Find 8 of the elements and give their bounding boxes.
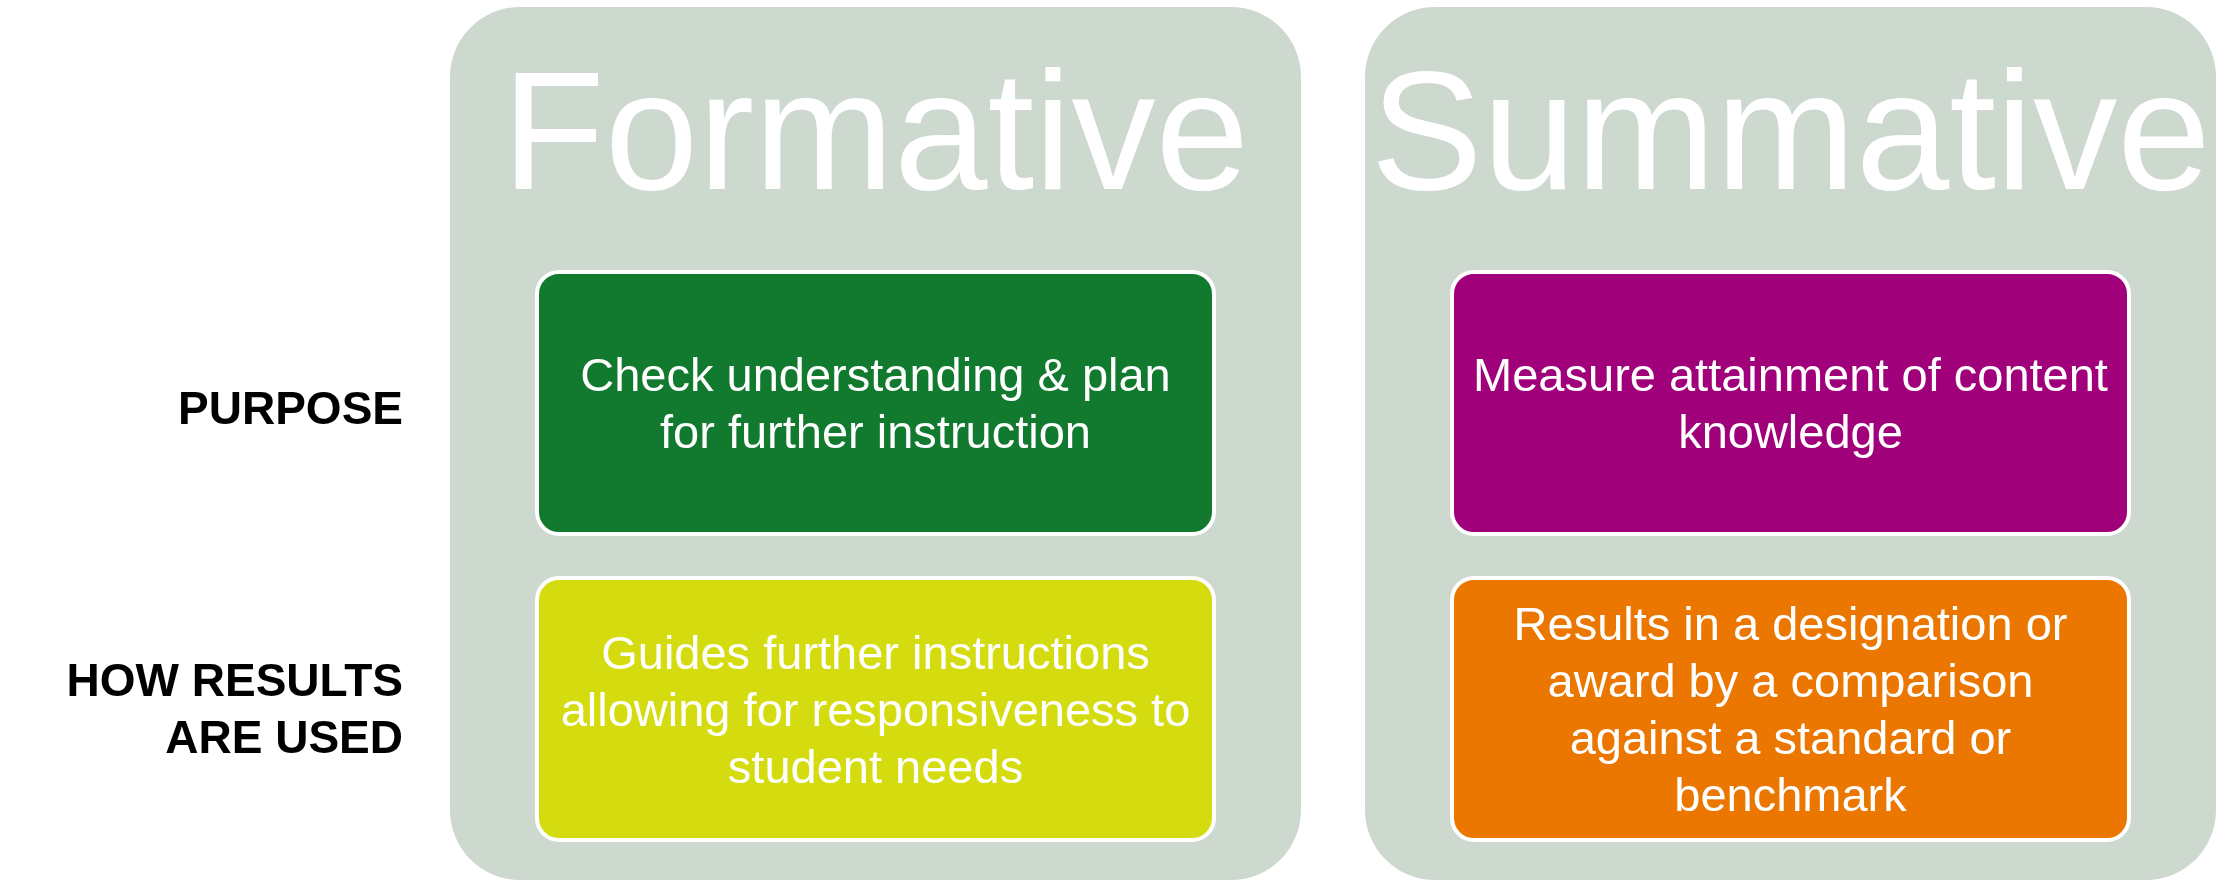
row-label: PURPOSE bbox=[178, 381, 403, 436]
category-panel bbox=[1365, 7, 2216, 880]
description-box: Results in a designation or award by a comparison against a standard or benchmark bbox=[1450, 576, 2131, 842]
category-panel bbox=[450, 7, 1301, 880]
description-box: Check understanding & plan for further instruction bbox=[535, 270, 1216, 536]
description-box: Measure attainment of content knowledge bbox=[1450, 270, 2131, 536]
row-label: HOW RESULTS ARE USED bbox=[65, 653, 403, 765]
description-box: Guides further instructions allowing for responsiveness to student needs bbox=[535, 576, 1216, 842]
